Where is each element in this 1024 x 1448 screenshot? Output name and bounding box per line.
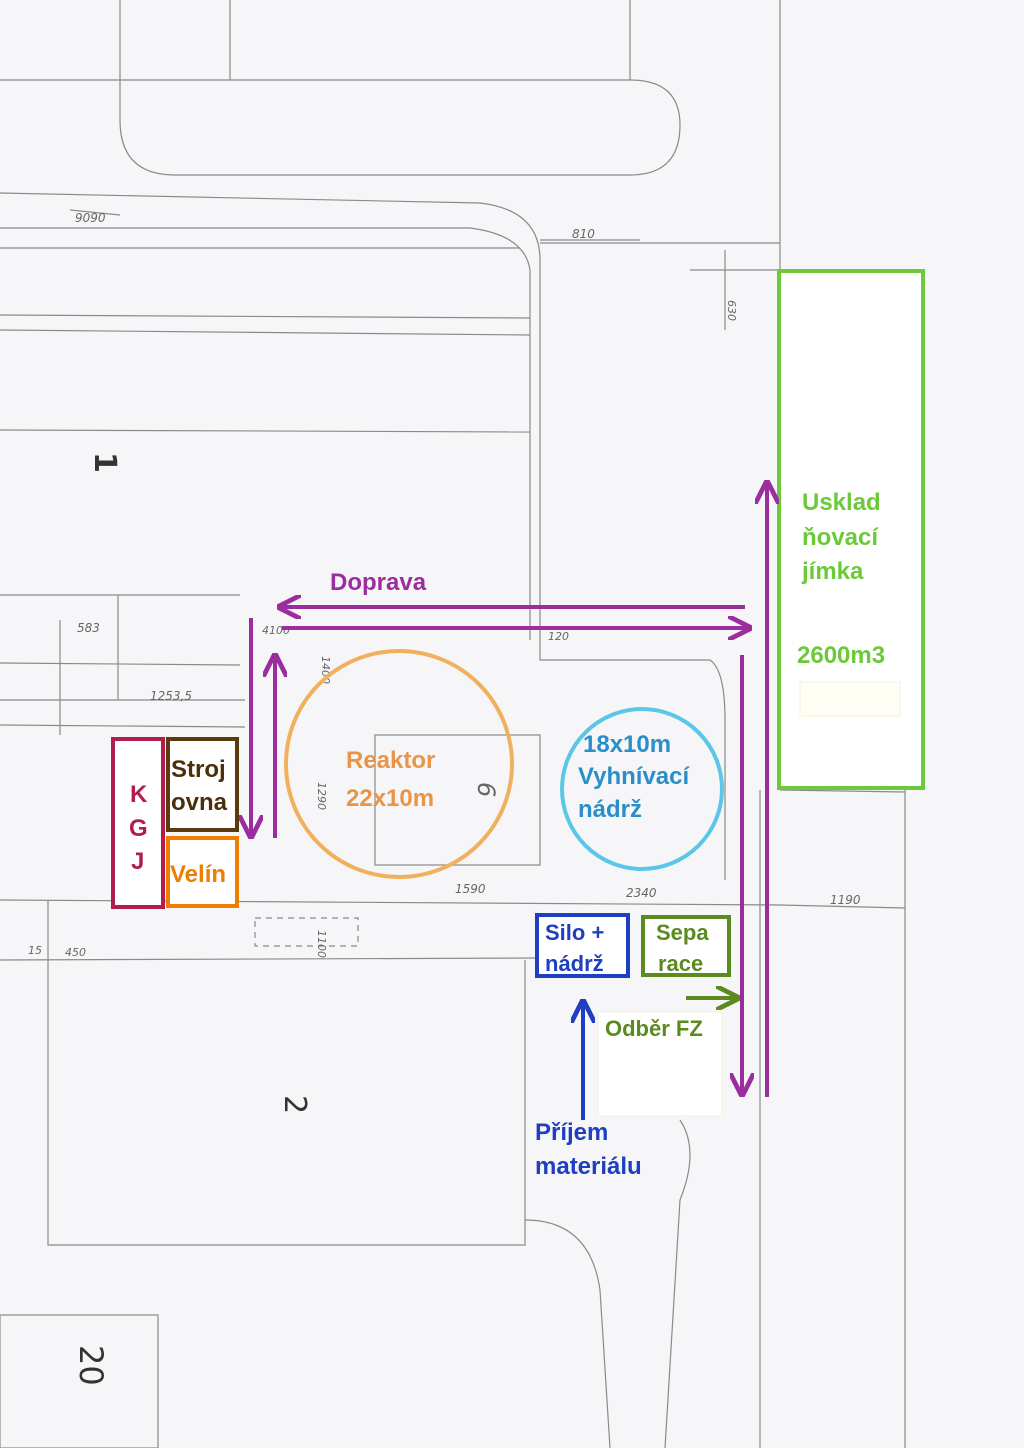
dim-630: 630 — [725, 300, 738, 321]
transport-arrows — [251, 485, 767, 1097]
building-1-label: 1 — [87, 452, 122, 473]
kgj-g: G — [129, 815, 148, 842]
intake-line2: materiálu — [535, 1153, 642, 1180]
control-room-label: Velín — [170, 861, 226, 888]
engine-room-line1: Stroj — [171, 756, 226, 783]
engine-room — [166, 737, 239, 832]
reactor-size: 22x10m — [346, 785, 434, 812]
transport-label: Doprava — [330, 569, 427, 596]
storage-label-patch — [799, 681, 901, 717]
dim-1253-5: 1253,5 — [150, 689, 192, 703]
dim-810: 810 — [572, 227, 595, 241]
gas-offtake-patch — [597, 1011, 723, 1117]
storage-label-line1: Usklad — [802, 489, 881, 516]
dim-1100: 1100 — [315, 930, 328, 958]
building-6-label: 6 — [472, 782, 500, 797]
silo-tank — [535, 913, 630, 978]
storage-label-line2: ňovací — [802, 524, 879, 551]
silo-line1: Silo + — [545, 920, 604, 945]
plan-background-lines — [0, 0, 906, 1448]
digester-line2: nádrž — [578, 796, 642, 823]
dim-9090: 9090 — [75, 211, 106, 225]
kgj-j: J — [131, 848, 144, 875]
dim-2340: 2340 — [626, 886, 657, 900]
dim-1590: 1590 — [455, 882, 486, 896]
dim-120: 120 — [548, 630, 569, 643]
kgj-k: K — [130, 781, 148, 808]
dim-1290: 1290 — [315, 782, 328, 810]
building-2-label: 2 — [277, 1095, 312, 1114]
separation-line2: race — [658, 951, 703, 976]
control-room — [166, 836, 239, 908]
silo-line2: nádrž — [545, 951, 604, 976]
dim-15: 15 — [28, 944, 42, 957]
digester-tank — [560, 707, 724, 871]
engine-room-line2: ovna — [171, 789, 228, 816]
storage-volume: 2600m3 — [797, 642, 885, 669]
storage-label-line3: jímka — [801, 558, 864, 585]
separation-unit — [641, 915, 731, 977]
dim-583: 583 — [77, 621, 100, 635]
building-20-label: 20 — [72, 1345, 110, 1386]
dim-450: 450 — [65, 946, 86, 959]
reactor-name: Reaktor — [346, 747, 435, 774]
kgj-unit — [111, 737, 165, 909]
separation-line1: Sepa — [656, 920, 709, 945]
dim-1190: 1190 — [830, 893, 861, 907]
intake-line1: Příjem — [535, 1119, 608, 1146]
dim-4100: 4100 — [262, 624, 290, 637]
digester-size: 18x10m — [583, 731, 671, 758]
digester-line1: Vyhnívací — [578, 763, 690, 790]
reactor-tank — [284, 649, 514, 879]
gas-offtake-label: Odběr FZ — [605, 1016, 703, 1041]
